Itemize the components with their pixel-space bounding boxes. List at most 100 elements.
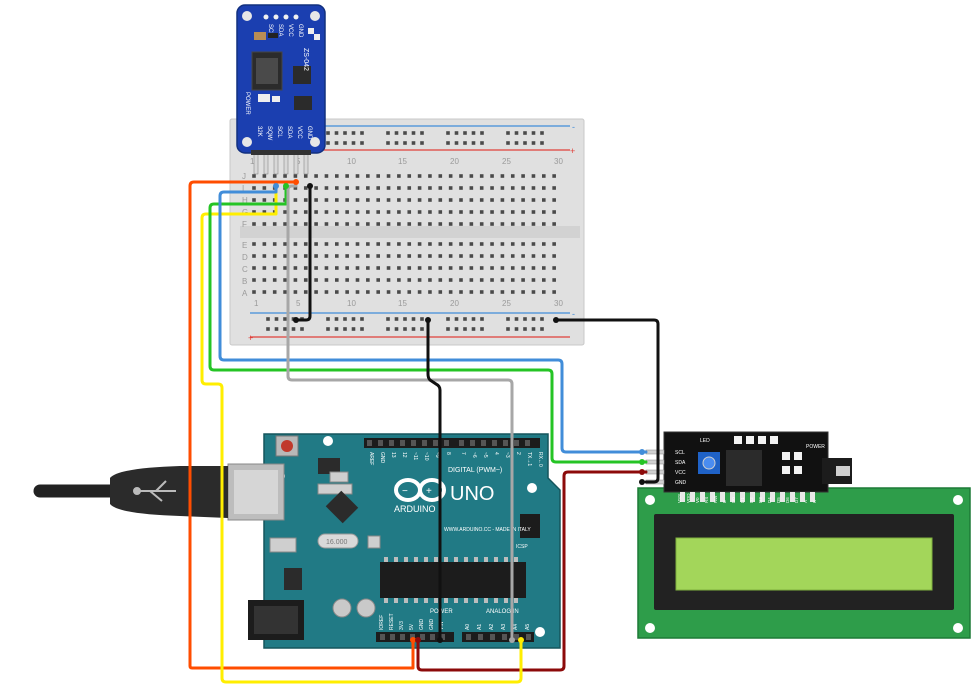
backpack-pin-gnd: GND: [675, 480, 687, 486]
logo-plus: +: [426, 486, 432, 497]
arduino-uno-board: AREF GND 13 12 ~11 ~10 ~9 8 7 ~6 ~5 4 ~3…: [227, 433, 561, 649]
lcd-pin-d2: D2: [749, 497, 754, 503]
backpack-pin-scl: SCL: [675, 450, 685, 456]
lcd-pin-rw: RW: [713, 495, 718, 503]
wire-red-vcc[interactable]: [188, 180, 415, 670]
wire-black-gnd[interactable]: [426, 318, 442, 642]
pin-a2: A2: [489, 624, 495, 630]
rtc-pin-gnd: GND: [306, 126, 312, 140]
bb-col-10-top: 10: [347, 157, 356, 166]
lcd-pin-d6: D6: [785, 497, 790, 503]
pin-10: ~10: [423, 452, 429, 461]
power-header-label: POWER: [430, 609, 453, 615]
bb-col-20-top: 20: [450, 157, 459, 166]
bb-col-5-bottom: 5: [296, 299, 301, 308]
rtc-top-pin-sda: SDA: [277, 24, 283, 36]
bb-row-e: E: [242, 241, 247, 250]
rtc-top-pin-scl: SCL: [267, 24, 273, 36]
lcd-pin-d0: D0: [731, 497, 736, 503]
backpack-power-label: POWER: [806, 444, 825, 450]
pin-a0: A0: [465, 624, 471, 630]
rail-plus-top: +: [570, 146, 575, 156]
logo-minus: −: [402, 486, 408, 497]
bb-col-15-bottom: 15: [398, 299, 407, 308]
bb-row-a: A: [242, 289, 248, 298]
backpack-pin-sda: SDA: [675, 460, 686, 466]
arduino-url-text: WWW.ARDUINO.CC - MADE IN ITALY: [444, 527, 531, 533]
wire-blue-scl[interactable]: [218, 184, 648, 454]
bb-col-5-top: 5: [296, 157, 301, 166]
rail-plus-bottom: +: [248, 333, 253, 343]
lcd-pin-d3: D3: [758, 497, 763, 503]
lcd-pin-k: K: [812, 500, 817, 503]
bb-col-1-bottom: 1: [254, 299, 259, 308]
bb-row-f: F: [242, 220, 247, 229]
crystal-label: 16.000: [326, 539, 348, 546]
pin-4: 4: [493, 452, 499, 455]
pin-3v3: 3V3: [399, 621, 405, 630]
pin-reset: RESET: [389, 613, 395, 630]
rtc-model-label: ZS-042: [302, 48, 309, 71]
pin-2: 2: [515, 452, 521, 455]
bb-row-d: D: [242, 253, 248, 262]
lcd-pin-vss: VSS: [677, 494, 682, 503]
pin-gnd-2: GND: [429, 619, 435, 631]
pin-3: ~3: [504, 452, 510, 458]
pin-8: 8: [445, 452, 451, 455]
bb-row-i: I: [242, 184, 244, 193]
pin-12: 12: [401, 452, 407, 458]
bb-col-1-top: 1: [250, 157, 255, 166]
lcd-pin-d7: D7: [794, 497, 799, 503]
lcd-display: [637, 487, 971, 639]
rtc-power-label: POWER: [244, 92, 250, 115]
pin-5v: 5V: [409, 623, 415, 630]
pin-a4: A4: [513, 624, 519, 630]
wire-darkred-vcc[interactable]: [416, 470, 648, 672]
pin-ioref: IOREF: [379, 615, 385, 630]
wire-black-rtc-gnd[interactable]: [294, 184, 312, 322]
bb-row-c: C: [242, 265, 248, 274]
arduino-logo: [394, 478, 446, 502]
pin-aref: AREF: [368, 452, 374, 465]
digital-pwm-label: DIGITAL (PWM~): [448, 467, 502, 474]
pin-11: ~11: [412, 452, 418, 460]
bb-col-25-bottom: 25: [502, 299, 511, 308]
pin-9: ~9: [434, 452, 440, 458]
wire-black-lcd-gnd[interactable]: [554, 318, 660, 484]
wires: [188, 180, 660, 684]
lcd-pin-d1: D1: [740, 497, 745, 503]
lcd-pin-rs: RS: [704, 497, 709, 503]
bb-col-30-top: 30: [554, 157, 563, 166]
breadboard: - + - + 1 5 10 15 20 25 30 1 5 10 15 20 …: [229, 118, 585, 346]
bb-row-j: J: [242, 172, 246, 181]
wire-green-sda[interactable]: [208, 184, 648, 464]
backpack-pin-vcc: VCC: [675, 470, 686, 476]
pin-a5: A5: [525, 624, 531, 630]
wire-junctions: [273, 179, 645, 643]
wire-gray-sda[interactable]: [286, 184, 514, 642]
uno-logo-text: UNO: [450, 483, 494, 505]
lcd-pin-e: E: [722, 500, 727, 503]
lcd-pin-vdd: VDD: [686, 493, 691, 503]
lcd-pin-v0: V0: [695, 497, 700, 503]
pin-7: 7: [460, 452, 466, 455]
lcd-pin-d4: D4: [767, 497, 772, 503]
usb-cable: [33, 466, 228, 518]
rtc-pin-vcc: VCC: [296, 126, 302, 139]
icsp-label: ICSP: [516, 544, 528, 550]
pin-vin: VIN: [439, 621, 445, 630]
bb-col-25-top: 25: [502, 157, 511, 166]
backpack-led-label: LED: [700, 438, 710, 444]
wire-yellow-scl[interactable]: [200, 184, 523, 684]
pin-a1: A1: [477, 624, 483, 630]
rtc-pin-sqw: SQW: [266, 126, 272, 141]
pin-13: 13: [390, 452, 396, 458]
rtc-pin-sda: SDA: [286, 126, 292, 138]
pin-5: ~5: [482, 452, 488, 458]
bb-col-15-top: 15: [398, 157, 407, 166]
bb-row-h: H: [242, 196, 248, 205]
pin-1-tx: TX→1: [526, 452, 532, 466]
arduino-brand-text: ARDUINO: [394, 504, 436, 514]
bb-col-30-bottom: 30: [554, 299, 563, 308]
